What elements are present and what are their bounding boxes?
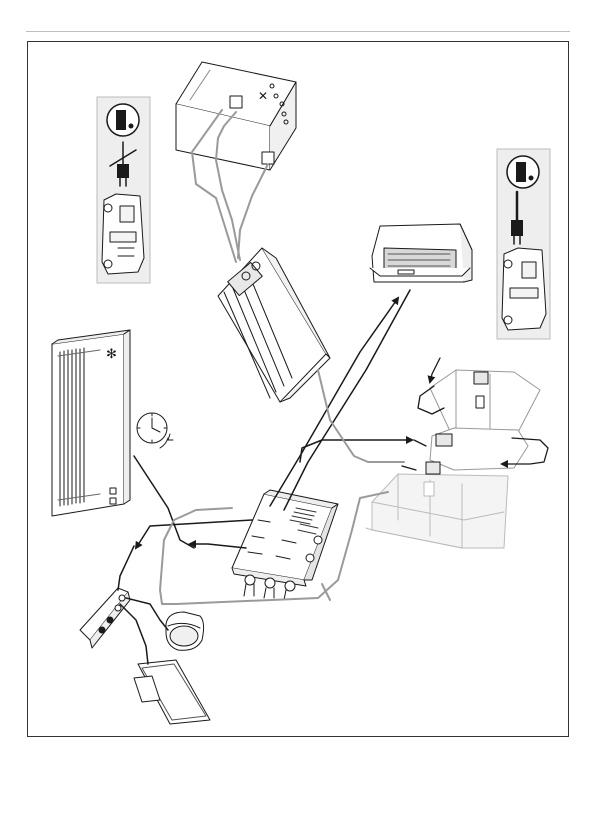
- vehicle-front-icon: [102, 194, 144, 274]
- snowflake-icon: ✻: [106, 347, 117, 362]
- control-panel: ✻: [52, 330, 130, 516]
- vehicle-front-icon: [502, 248, 546, 330]
- control-panel-button: [110, 488, 116, 494]
- info-icon: [107, 104, 139, 136]
- info-panel-left: [97, 97, 150, 283]
- switch-strip: [80, 588, 130, 648]
- starter-battery: ✕: [176, 62, 296, 170]
- battery-terminal-plus: [262, 152, 274, 164]
- gas-sensor: [166, 612, 204, 650]
- info-panel-right: [497, 149, 550, 339]
- leisure-batteries: [366, 474, 508, 548]
- control-panel-button: [110, 498, 116, 504]
- distribution-box: [426, 370, 540, 474]
- info-icon: [507, 156, 539, 188]
- dometic-unit: [370, 224, 472, 282]
- svg-text:✕: ✕: [258, 89, 268, 103]
- charger: [218, 248, 330, 402]
- solar-panel: [134, 660, 210, 724]
- timer-clock-icon: [137, 413, 173, 448]
